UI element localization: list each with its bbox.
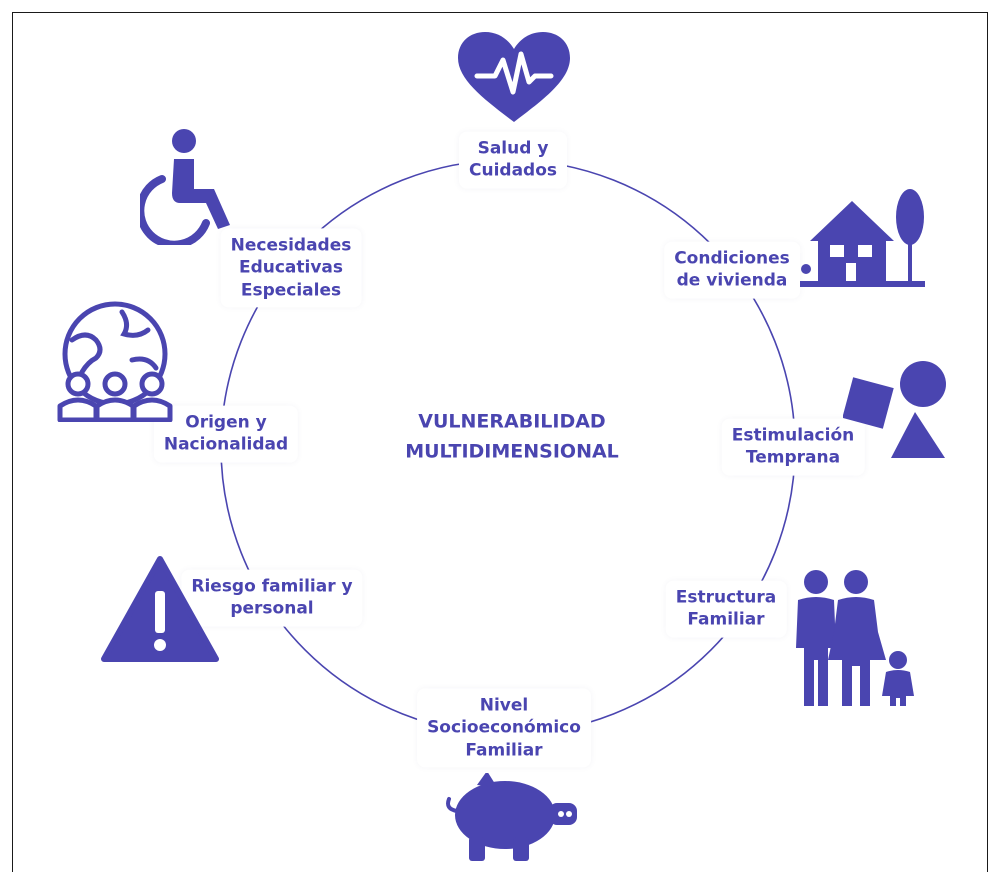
dimension-label-vivienda: Condiciones de vivienda <box>664 241 800 299</box>
dimension-label-estimulacion: Estimulación Temprana <box>721 418 865 476</box>
wheelchair-icon <box>140 127 244 245</box>
globe-people-icon <box>52 300 178 422</box>
dimension-label-origen: Origen y Nacionalidad <box>153 405 299 463</box>
piggy-bank-icon <box>443 773 583 861</box>
center-title: VULNERABILIDAD MULTIDIMENSIONAL <box>375 396 649 478</box>
dimension-label-necesidades: Necesidades Educativas Especiales <box>220 228 362 308</box>
dimension-label-estructura: Estructura Familiar <box>665 580 787 638</box>
dimension-label-salud: Salud y Cuidados <box>458 131 568 189</box>
heart-pulse-icon <box>455 30 573 125</box>
dimension-label-riesgo: Riesgo familiar y personal <box>181 569 363 627</box>
warning-icon <box>100 555 220 663</box>
house-tree-icon <box>800 183 930 289</box>
family-icon <box>790 568 920 708</box>
shapes-icon <box>843 358 953 462</box>
dimension-label-nivel-socioeconomico: Nivel Socioeconómico Familiar <box>417 688 591 768</box>
figure-frame <box>12 12 988 872</box>
